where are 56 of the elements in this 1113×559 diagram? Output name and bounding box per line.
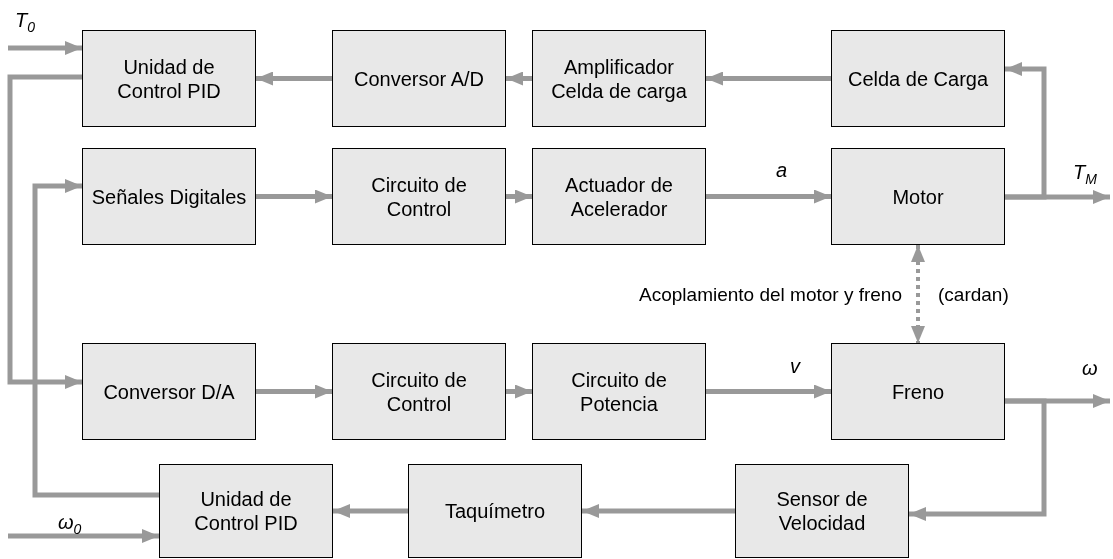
process-box	[831, 148, 1005, 245]
box-label: Celda de Carga	[846, 66, 990, 91]
process-box	[159, 464, 333, 558]
edge-label: a	[776, 160, 788, 180]
process-box	[82, 343, 256, 440]
arrow	[7, 74, 82, 389]
arrow	[911, 245, 925, 343]
box-label: Freno	[890, 379, 946, 404]
process-box	[532, 343, 706, 440]
box-label: Conversor D/A	[102, 379, 236, 404]
arrow	[909, 398, 1047, 521]
process-box	[408, 464, 582, 558]
arrow	[8, 41, 82, 55]
process-box	[831, 30, 1005, 127]
arrow	[706, 384, 831, 399]
arrow	[256, 71, 332, 86]
arrow	[706, 71, 831, 86]
arrow	[506, 384, 532, 399]
arrow	[582, 504, 735, 518]
arrow	[1005, 190, 1110, 204]
arrow	[256, 384, 332, 399]
process-box	[332, 148, 506, 245]
box-label: Señales Digitales	[90, 184, 248, 209]
box-label: Amplificador Celda de carga	[550, 54, 688, 103]
edge-label: T$_{0}$	[15, 10, 35, 34]
box-label: Conversor A/D	[352, 66, 486, 91]
process-box	[332, 30, 506, 127]
box-label: Circuito de Potencia	[570, 367, 668, 416]
edge-label: ω	[1082, 358, 1098, 378]
process-box	[532, 148, 706, 245]
arrow	[506, 71, 532, 86]
annotation: (cardan)	[938, 285, 1009, 304]
arrow	[506, 189, 532, 204]
box-label: Motor	[891, 184, 945, 209]
process-box	[82, 30, 256, 127]
edge-label: ω$_{0}$	[58, 512, 82, 536]
arrow	[333, 504, 408, 518]
edge-label: T$_{M}$	[1073, 162, 1097, 186]
arrow	[256, 189, 332, 204]
box-label: Sensor de Velocidad	[775, 487, 869, 535]
box-label: Actuador de Acelerador	[564, 172, 674, 221]
process-box	[532, 30, 706, 127]
arrow	[32, 179, 159, 498]
box-label: Unidad de Control PID	[116, 54, 222, 103]
arrow	[8, 529, 159, 543]
process-box	[735, 464, 909, 558]
process-box	[82, 148, 256, 245]
process-box	[332, 343, 506, 440]
process-box	[831, 343, 1005, 440]
annotation: Acoplamiento del motor y freno	[639, 285, 902, 304]
box-label: Circuito de Control	[370, 367, 468, 416]
arrow	[706, 189, 831, 204]
box-label: Taquímetro	[443, 499, 547, 523]
edge-label: v	[790, 356, 800, 376]
box-label: Unidad de Control PID	[193, 487, 299, 535]
box-label: Circuito de Control	[370, 172, 468, 221]
